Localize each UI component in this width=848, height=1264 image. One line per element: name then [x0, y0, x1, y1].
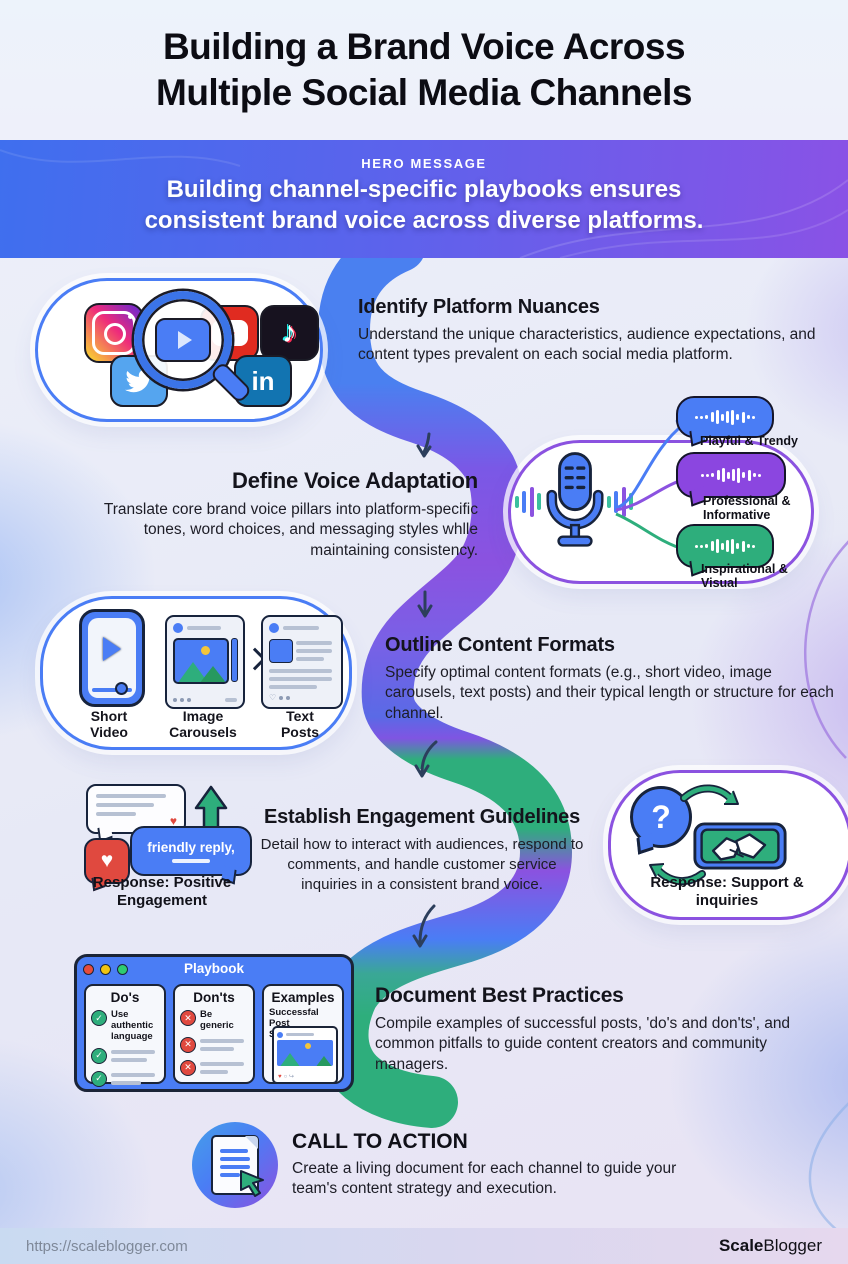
playbook-titlebar [77, 957, 351, 982]
comment-card-icon: ♥ [86, 784, 186, 843]
like-badge-icon: ♥ [84, 838, 130, 892]
step1-icon-pill: ♪ in [35, 278, 323, 422]
hero-message: Building channel-specific playbooks ensu… [144, 176, 704, 234]
image-carousel-icon [165, 615, 245, 709]
voice-style-label-2: Professional & Informative [703, 494, 791, 523]
step1-text: Identify Platform Nuances Understand the… [358, 296, 826, 366]
format-label-image-carousels: Image Carousels [169, 708, 237, 740]
text-post-icon: ♡ [261, 615, 343, 709]
friendly-reply-bubble: friendly reply, [130, 826, 252, 885]
footer-url: https://scaleblogger.com [26, 1237, 188, 1255]
step1-heading: Identify Platform Nuances [358, 296, 600, 318]
magnifier-icon [134, 291, 253, 405]
step3-description: Specify optimal content formats (e.g., s… [385, 664, 834, 722]
question-bubble-icon: ? [630, 786, 692, 855]
soundwave-right-icon [602, 470, 638, 534]
post-screenshot-icon: ♥○ ↪ [272, 1026, 338, 1084]
handshake-icon [693, 822, 787, 870]
hero-banner: HERO MESSAGE Building channel-specific p… [0, 140, 848, 258]
voice-style-label-3: Inspirational & Visual [701, 562, 788, 591]
tiktok-icon: ♪ [260, 305, 319, 361]
playbook-col-donts: Don'ts ✕Be generic ✕ ✕ [173, 984, 255, 1084]
playbook-col-dos: Do's ✓Use authentic language ✓ ✓ [84, 984, 166, 1087]
format-label-short-video: Short Video [90, 708, 128, 740]
step5-text: Document Best Practices Compile examples… [375, 984, 837, 1075]
playbook-title: Playbook [183, 961, 245, 976]
bubble-professional-icon [676, 452, 786, 507]
bubble-inspirational-icon [676, 524, 774, 577]
step1-description: Understand the unique characteristics, a… [358, 326, 816, 364]
step2-description: Translate core brand voice pillars into … [103, 501, 478, 559]
check-icon: ✓ [91, 1070, 107, 1087]
format-label-text-posts: Text Posts [280, 708, 320, 740]
playbook-window: Playbook Do's ✓Use authentic language ✓ … [74, 954, 354, 1092]
support-cycle-arrows [649, 784, 739, 886]
step4-heading: Establish Engagement Guidelines [263, 806, 581, 828]
bubble-playful-icon [676, 396, 774, 447]
cross-icon: ✕ [180, 1059, 196, 1076]
check-icon: ✓ [91, 1010, 107, 1026]
step3-icon-pill: ♡ Short Video Image Carousels Text Posts [40, 596, 352, 750]
step4-text: Establish Engagement Guidelines Detail h… [258, 806, 586, 894]
cta-description: Create a living document for each channe… [292, 1160, 677, 1198]
positive-engagement-label: Response: Positive Engagement [92, 874, 232, 909]
support-inquiries-label: Response: Support & inquiries [650, 874, 804, 909]
soundwave-left-icon [510, 470, 546, 534]
step3-heading: Outline Content Formats [385, 634, 615, 656]
voice-style-label-1: Playful & Trendy [700, 434, 798, 448]
cursor-icon [240, 1170, 264, 1197]
short-video-icon [79, 609, 145, 707]
microphone-icon [546, 450, 604, 553]
twitter-bird-icon [125, 369, 153, 393]
document-icon [211, 1135, 264, 1197]
footer: https://scaleblogger.com ScaleBlogger [0, 1228, 848, 1264]
step2-text: Define Voice Adaptation Translate core b… [92, 468, 478, 561]
brand-logo: ScaleBlogger [718, 1236, 822, 1255]
cross-icon: ✕ [180, 1010, 196, 1026]
playbook-col-examples: Examples Successfal Post Screenshot ♥○ ↪ [262, 984, 344, 1084]
step4-description: Detail how to interact with audiences, r… [260, 836, 584, 893]
step5-description: Compile examples of successful posts, 'd… [375, 1015, 791, 1073]
step5-heading: Document Best Practices [375, 984, 624, 1007]
heart-icon: ♥ [169, 814, 177, 828]
step2-heading: Define Voice Adaptation [232, 468, 478, 493]
window-zoom-dot [117, 964, 128, 975]
cross-icon: ✕ [180, 1036, 196, 1053]
window-minimize-dot [100, 964, 111, 975]
cta-text: CALL TO ACTION Create a living document … [292, 1130, 712, 1199]
cta-circle [192, 1122, 278, 1208]
window-close-dot [83, 964, 94, 975]
check-icon: ✓ [91, 1047, 107, 1064]
cta-heading: CALL TO ACTION [292, 1130, 468, 1153]
step3-text: Outline Content Formats Specify optimal … [385, 634, 837, 724]
hero-kicker: HERO MESSAGE [361, 156, 487, 171]
